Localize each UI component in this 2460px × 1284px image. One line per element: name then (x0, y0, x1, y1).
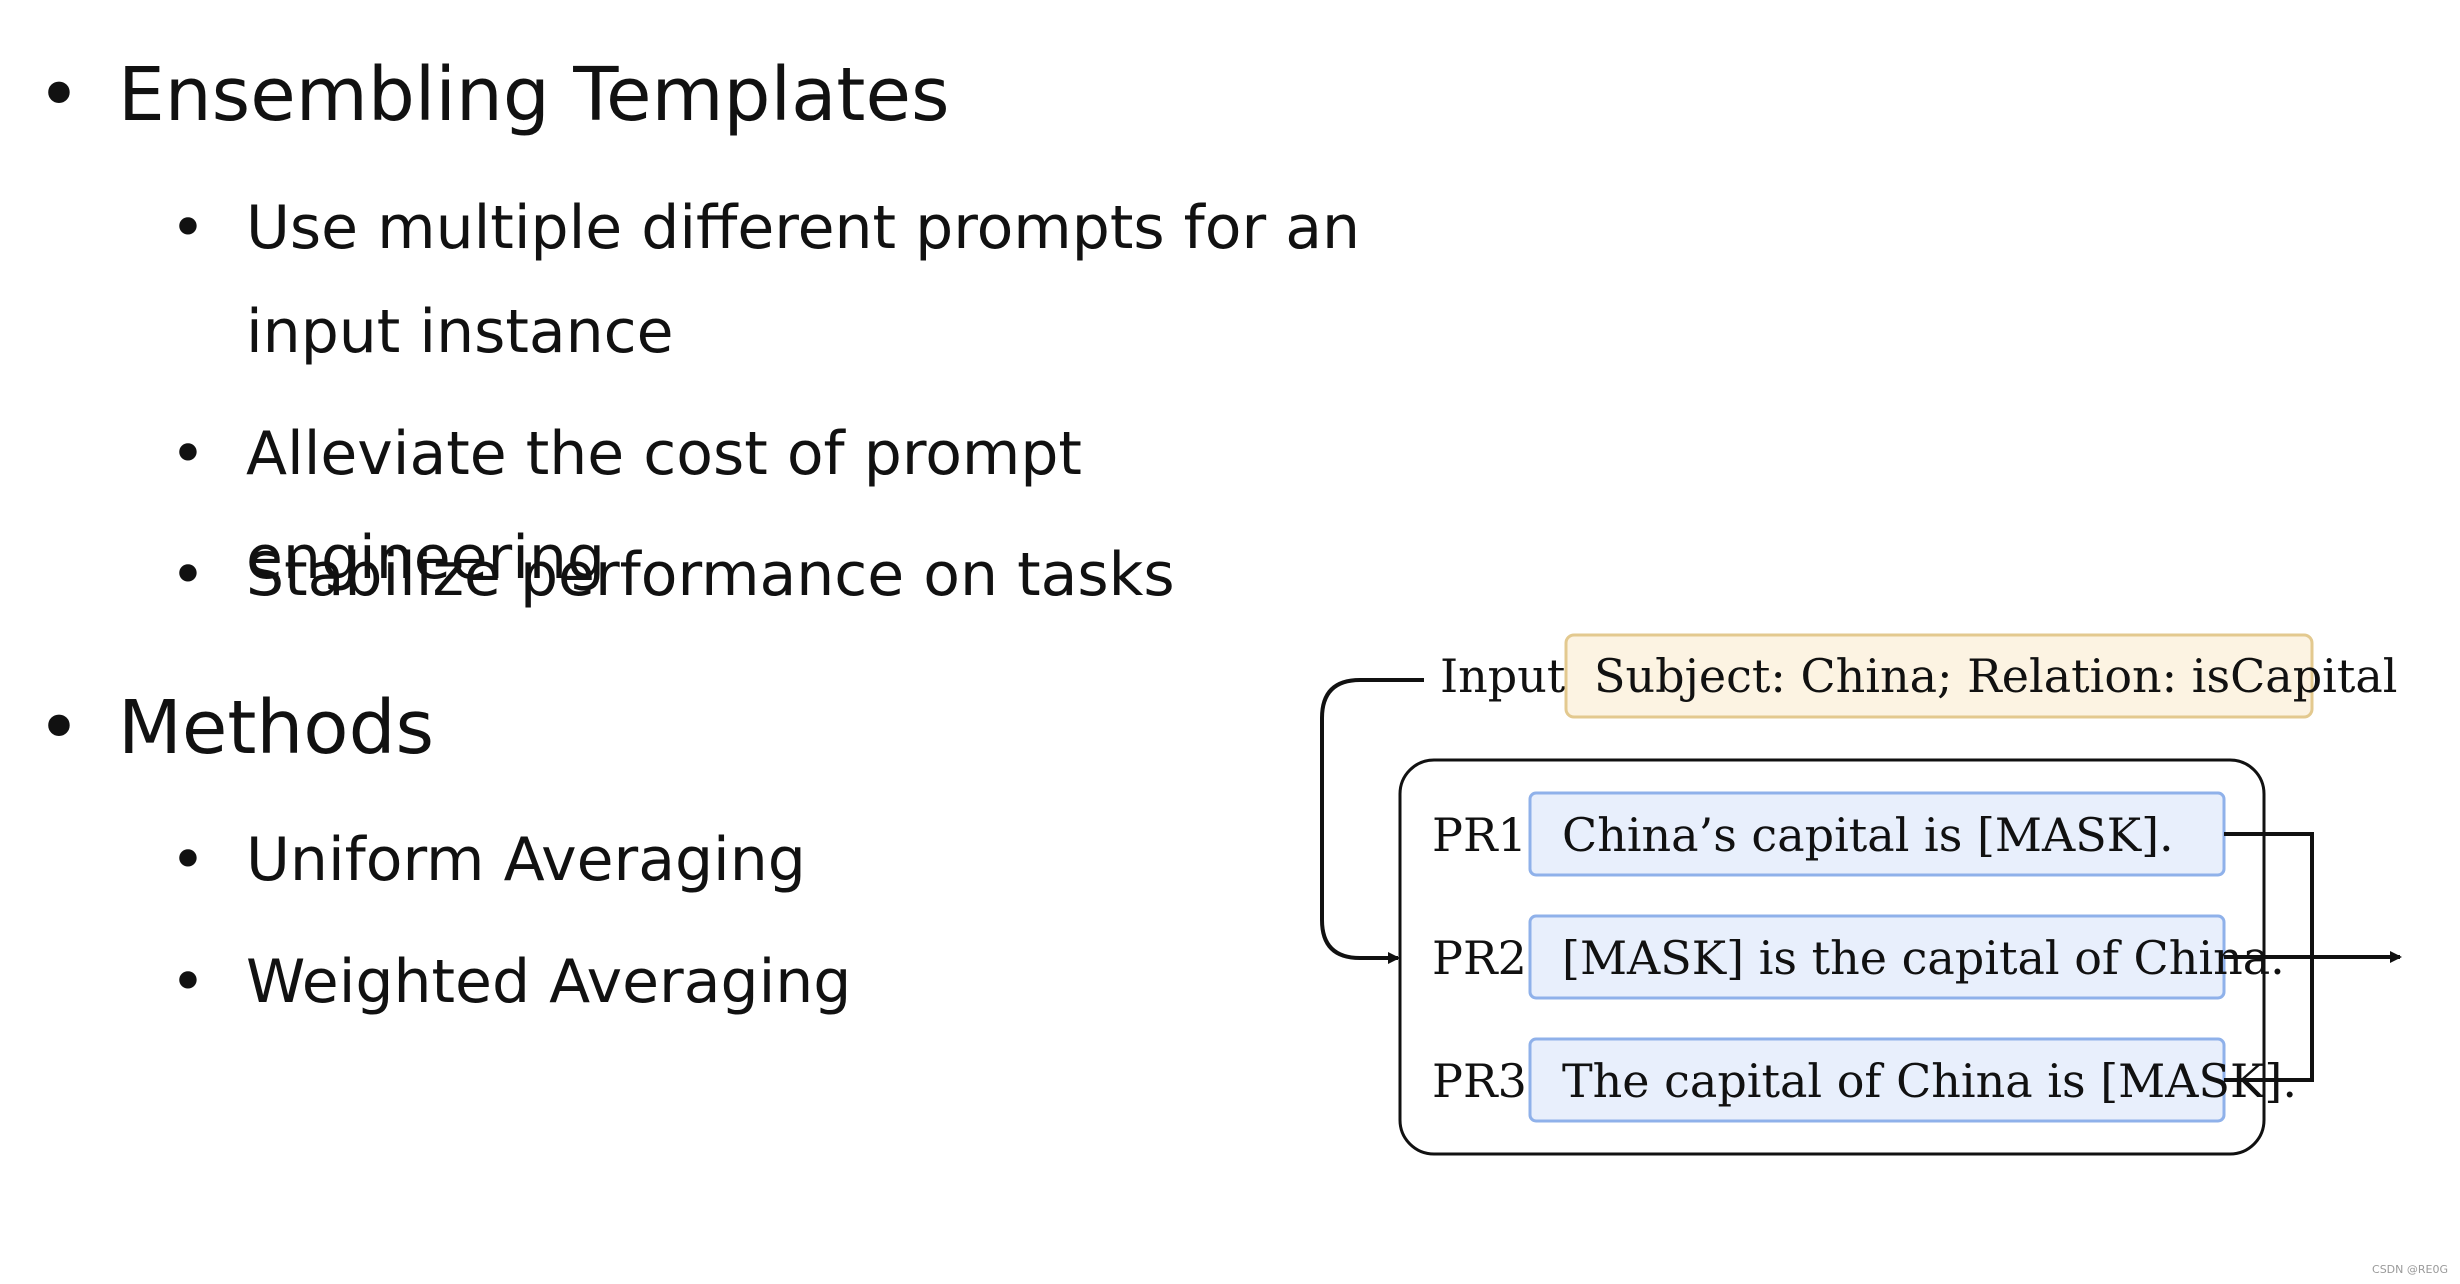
bullet-item: • Weighted Averaging (0, 930, 1426, 1034)
prompt-text: [MASK] is the capital of China. (1562, 931, 2285, 985)
bullet-text: Alleviate the cost of prompt engineering (246, 419, 1082, 593)
bullet-text: Weighted Averaging (246, 947, 852, 1017)
bullet-dot: • (37, 52, 81, 138)
prompt-text: China’s capital is [MASK]. (1562, 808, 2174, 862)
bullet-item: • Alleviate the cost of prompt engineeri… (0, 402, 1426, 610)
input-to-prompts-arrow (1320, 678, 1424, 964)
bullet-item: • Stabilize performance on tasks (0, 523, 1426, 627)
prompt-label: PR1 (1432, 808, 1527, 862)
prompt-label: PR3 (1432, 1054, 1527, 1108)
bullet-dot: • (170, 825, 206, 895)
prompt-label: PR2 (1432, 931, 1527, 985)
bullet-text: Use multiple different prompts for an in… (246, 193, 1361, 367)
bullet-item: • Uniform Averaging (0, 808, 1426, 912)
section-heading-methods: • Methods (0, 683, 434, 773)
input-label: Input (1440, 649, 1566, 703)
bullet-dot: • (170, 193, 206, 263)
watermark: CSDN @RE0G (2372, 1263, 2448, 1276)
bullet-text: Stabilize performance on tasks (246, 540, 1175, 610)
section-heading-ensembling: • Ensembling Templates (0, 50, 950, 140)
bullet-dot: • (170, 419, 206, 489)
bullet-item: • Use multiple different prompts for an … (0, 176, 1426, 384)
prompt-text: The capital of China is [MASK]. (1562, 1054, 2297, 1108)
bullet-dot: • (37, 685, 81, 771)
input-text: Subject: China; Relation: isCapital (1594, 649, 2398, 703)
section-title: Ensembling Templates (118, 52, 950, 138)
bullet-text: Uniform Averaging (246, 825, 806, 895)
input-box (1564, 633, 2314, 719)
bullet-dot: • (170, 947, 206, 1017)
section-title: Methods (118, 685, 435, 771)
bullet-dot: • (170, 540, 206, 610)
